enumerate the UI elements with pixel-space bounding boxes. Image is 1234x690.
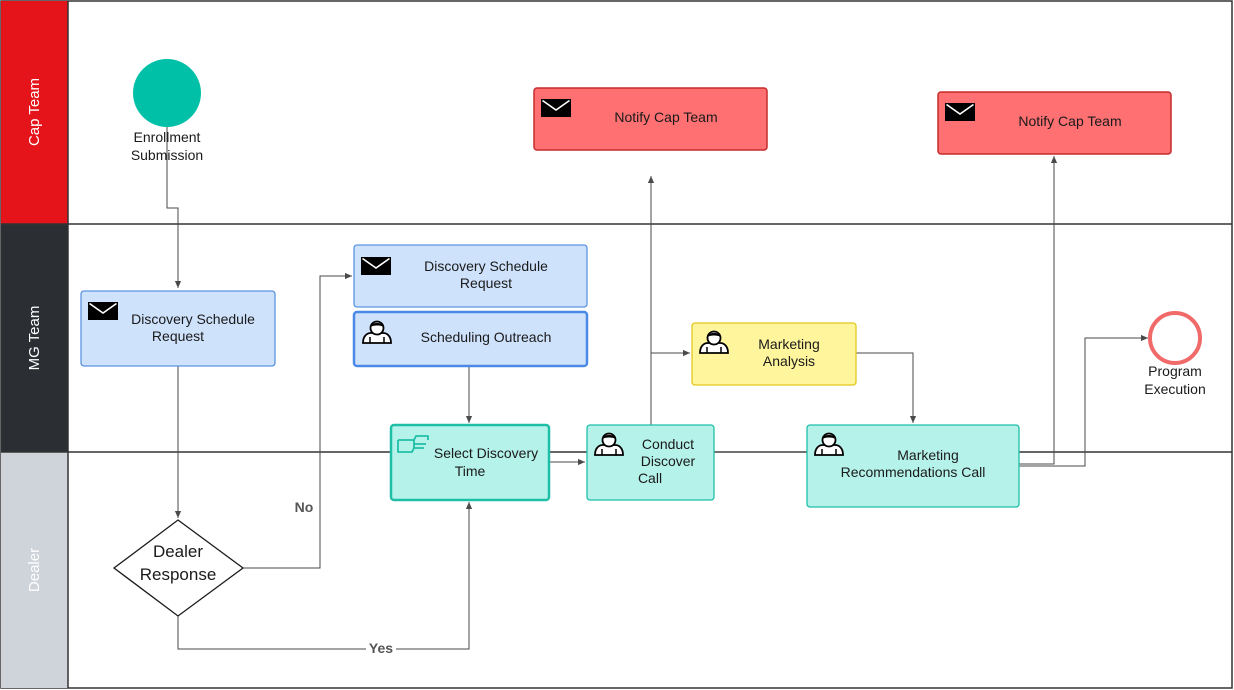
task-label-line1: Discovery Schedule bbox=[424, 258, 548, 274]
gateway-label-line2: Response bbox=[140, 565, 217, 584]
lane-label-dealer: Dealer bbox=[26, 548, 43, 592]
edge-label-yes: Yes bbox=[369, 640, 393, 656]
end-event-circle[interactable] bbox=[1148, 311, 1202, 365]
envelope-icon bbox=[87, 301, 119, 321]
gateway-label-line1: Dealer bbox=[153, 542, 203, 561]
envelope-icon bbox=[540, 98, 572, 118]
task-box[interactable] bbox=[353, 244, 588, 308]
task-notify-cap-team-2[interactable]: Notify Cap Team bbox=[937, 91, 1172, 155]
task-label-line2: Recommendations Call bbox=[841, 464, 986, 480]
end-event[interactable]: Program Execution bbox=[1144, 311, 1206, 397]
task-box[interactable] bbox=[691, 322, 857, 386]
envelope-icon bbox=[944, 102, 976, 122]
task-label-line1: Marketing bbox=[758, 336, 819, 352]
end-event-label-line1: Program bbox=[1148, 363, 1202, 379]
task-marketing-analysis[interactable]: Marketing Analysis bbox=[691, 322, 857, 386]
task-box[interactable] bbox=[937, 91, 1172, 155]
gateway-diamond[interactable] bbox=[112, 519, 245, 617]
edge-label-yes-bg bbox=[366, 640, 396, 656]
edge-gateway-yes[interactable] bbox=[177, 502, 473, 650]
start-event-label-line2: Submission bbox=[131, 147, 203, 163]
start-event[interactable]: Enrollment Submission bbox=[131, 59, 203, 163]
edge-recommendations-to-notify-2[interactable] bbox=[1019, 156, 1058, 465]
task-scheduling-outreach[interactable]: Scheduling Outreach bbox=[352, 310, 589, 368]
task-label: Scheduling Outreach bbox=[421, 329, 552, 345]
task-box[interactable] bbox=[352, 310, 589, 368]
edge-recommendations-to-end[interactable] bbox=[1019, 334, 1148, 467]
lane-label-cap-team: Cap Team bbox=[26, 78, 43, 146]
task-label: Notify Cap Team bbox=[1018, 113, 1121, 129]
task-label-line2: Time bbox=[455, 463, 486, 479]
task-discovery-schedule-request-1[interactable]: Discovery Schedule Request bbox=[80, 290, 276, 367]
lane-header-dealer bbox=[1, 452, 68, 688]
task-label-line3: Call bbox=[638, 470, 662, 486]
task-label: Notify Cap Team bbox=[614, 109, 717, 125]
task-box[interactable] bbox=[586, 424, 715, 501]
task-box[interactable] bbox=[806, 424, 1020, 508]
edge-label-no: No bbox=[295, 499, 314, 515]
task-label-line2: Request bbox=[152, 328, 204, 344]
task-box[interactable] bbox=[389, 423, 551, 502]
task-notify-cap-team-1[interactable]: Notify Cap Team bbox=[533, 87, 768, 151]
task-marketing-recommendations-call[interactable]: Marketing Recommendations Call bbox=[806, 424, 1020, 508]
edge-start-to-request[interactable] bbox=[166, 127, 182, 288]
task-box[interactable] bbox=[533, 87, 768, 151]
lane-label-mg-team: MG Team bbox=[26, 306, 43, 371]
start-event-label-line1: Enrollment bbox=[134, 129, 201, 145]
task-select-discovery-time[interactable]: Select Discovery Time bbox=[389, 423, 551, 502]
lane-header-cap-team bbox=[1, 1, 68, 224]
task-label-line2: Discover bbox=[641, 453, 696, 469]
gateway-dealer-response[interactable]: Dealer Response bbox=[112, 519, 245, 617]
task-label-line2: Request bbox=[460, 275, 512, 291]
task-label-line1: Marketing bbox=[897, 447, 958, 463]
edge-gateway-no[interactable] bbox=[243, 272, 352, 569]
hand-icon bbox=[397, 435, 429, 453]
task-discovery-schedule-request-2[interactable]: Discovery Schedule Request bbox=[353, 244, 588, 308]
task-box[interactable] bbox=[80, 290, 276, 367]
lane-cap-team: Cap Team bbox=[1, 1, 68, 224]
lane-dealer: Dealer bbox=[1, 452, 68, 688]
task-label-line2: Analysis bbox=[763, 353, 815, 369]
lane-header-mg-team bbox=[1, 224, 68, 452]
task-label-line1: Conduct bbox=[642, 436, 694, 452]
task-conduct-discover-call[interactable]: Conduct Discover Call bbox=[586, 424, 715, 501]
task-label-line1: Select Discovery bbox=[434, 445, 538, 461]
start-event-circle[interactable] bbox=[133, 59, 201, 127]
lane-mg-team: MG Team bbox=[1, 224, 68, 452]
task-label-line1: Discovery Schedule bbox=[131, 311, 255, 327]
end-event-label-line2: Execution bbox=[1144, 381, 1205, 397]
edge-analysis-to-recommendations[interactable] bbox=[856, 352, 917, 423]
envelope-icon bbox=[360, 256, 392, 276]
edges bbox=[166, 127, 1148, 650]
